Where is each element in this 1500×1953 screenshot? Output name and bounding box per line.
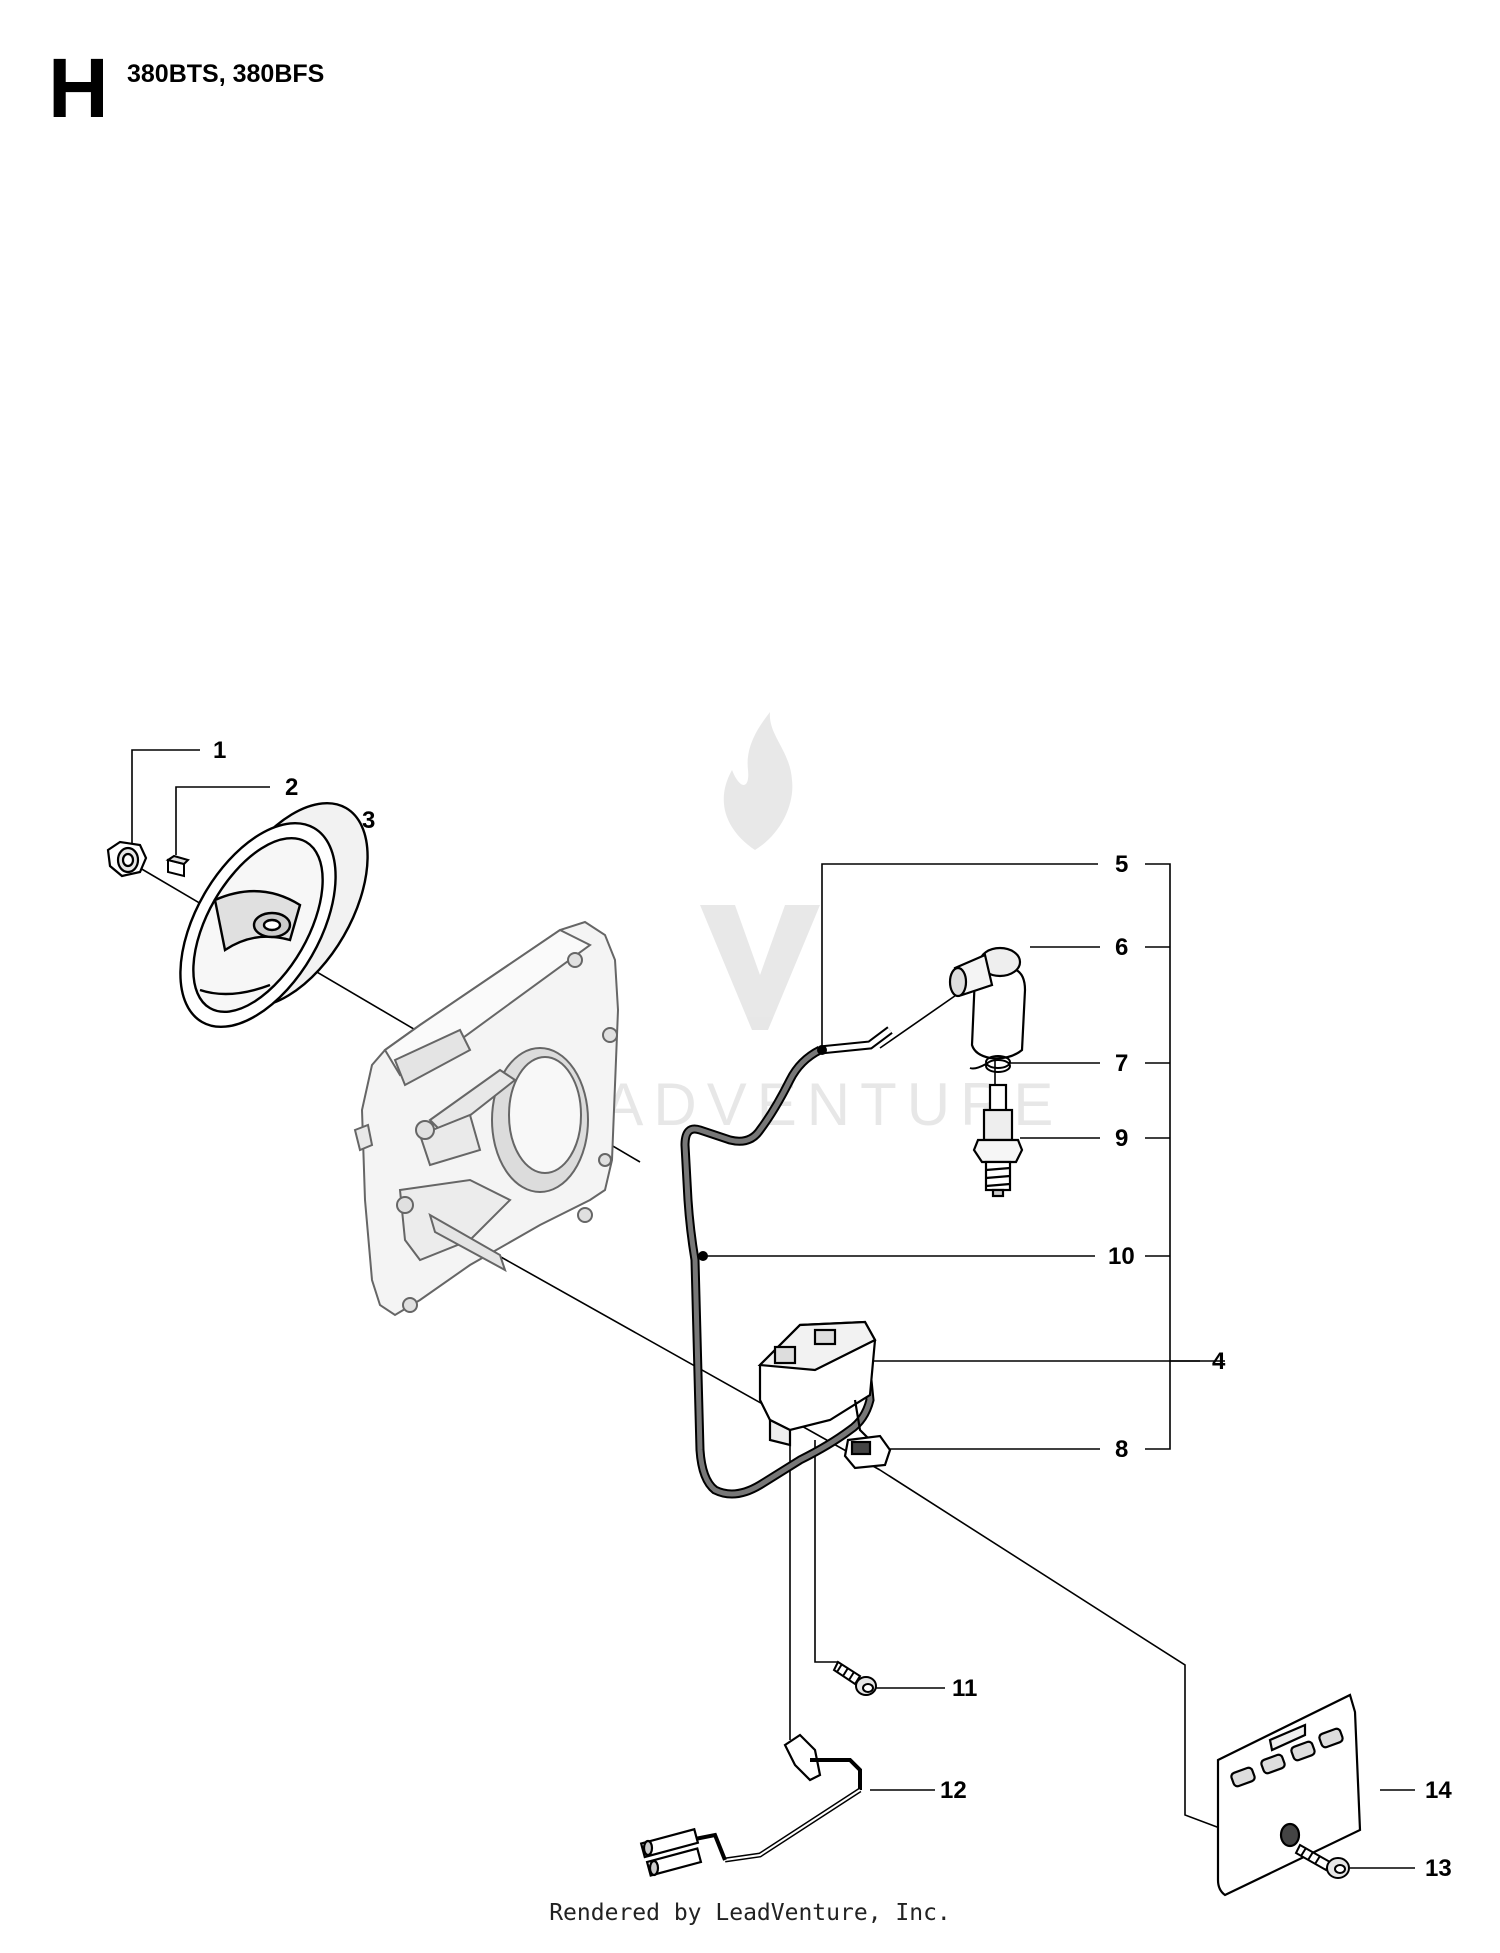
- callout-5: 5: [1115, 851, 1128, 878]
- callout-4: 4: [1212, 1348, 1226, 1375]
- nut-part: [106, 840, 148, 878]
- callout-9: 9: [1115, 1125, 1128, 1152]
- screw-11-part: [832, 1660, 877, 1696]
- callout-labels: 1 2 3 5 6 7 9 10 4 8 11 12 14 13: [213, 737, 1452, 1882]
- callout-1: 1: [213, 737, 226, 764]
- spark-plug-cap-part: [948, 946, 1027, 1060]
- callout-8: 8: [1115, 1436, 1128, 1463]
- callout-14: 14: [1425, 1777, 1452, 1804]
- footer-credit: Rendered by LeadVenture, Inc.: [549, 1900, 951, 1926]
- callout-2: 2: [285, 774, 298, 801]
- callout-7: 7: [1115, 1050, 1128, 1077]
- callout-6: 6: [1115, 934, 1128, 961]
- spring-part: [969, 1055, 1011, 1073]
- spark-plug-part: [972, 1083, 1024, 1198]
- crankcase-part: [353, 920, 620, 1317]
- terminal-boot-part: [843, 1434, 892, 1470]
- callout-12: 12: [940, 1777, 967, 1804]
- callout-11: 11: [952, 1675, 977, 1702]
- ignition-module-part: [757, 1320, 877, 1447]
- ignition-lead-part: [680, 1026, 893, 1499]
- cover-plate-part: [1216, 1693, 1362, 1897]
- key-part: [165, 854, 190, 878]
- short-circuit-cable-part: [639, 1733, 862, 1877]
- callout-3: 3: [362, 807, 375, 834]
- model-title: 380BTS, 380BFS: [127, 60, 325, 88]
- flame-icon: [723, 712, 793, 850]
- flywheel-part: [179, 801, 369, 1029]
- screw-13-part: [1294, 1843, 1350, 1879]
- chevron-logo-icon: [700, 905, 820, 1030]
- callout-10: 10: [1108, 1243, 1135, 1270]
- callout-13: 13: [1425, 1855, 1452, 1882]
- section-letter: H: [48, 41, 109, 135]
